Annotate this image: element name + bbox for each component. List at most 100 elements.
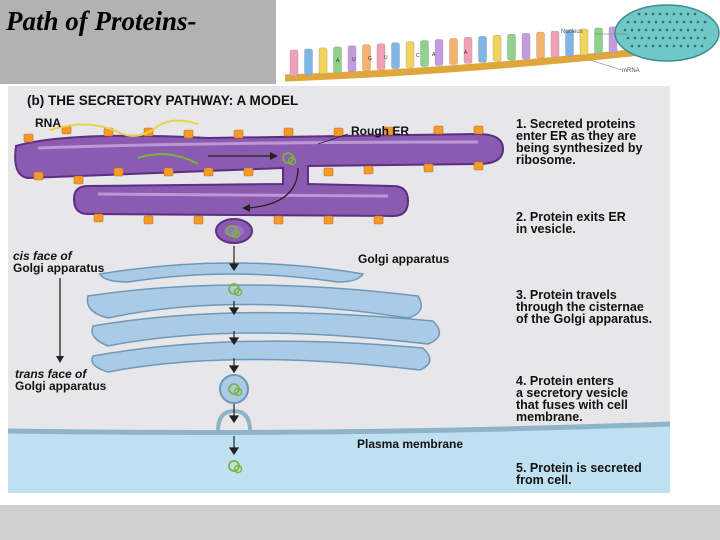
- nucleotide-bar: [289, 49, 299, 77]
- nuclear-pore: [672, 44, 676, 48]
- step-4: 4. Protein enters a secretory vesicle th…: [516, 374, 628, 424]
- ribosome-icon: [373, 215, 384, 225]
- rna-strand: [49, 119, 199, 137]
- pathway-diagram: [8, 119, 670, 493]
- nuclear-pore: [623, 28, 627, 32]
- codon-label: G: [368, 56, 372, 62]
- nuclear-pore: [686, 44, 690, 48]
- step-5: 5. Protein is secreted from cell.: [516, 461, 642, 487]
- nuclear-pore: [633, 20, 637, 24]
- nuclear-pore: [675, 36, 679, 40]
- ribosome-icon: [93, 213, 104, 223]
- nuclear-pore: [675, 20, 679, 24]
- nuclear-pore: [679, 28, 683, 32]
- nucleotide-bar: [521, 33, 531, 60]
- protein-icon: [287, 156, 297, 166]
- label-golgi: Golgi apparatus: [358, 252, 450, 266]
- nuclear-pore: [700, 28, 704, 32]
- figure-title: (b) THE SECRETORY PATHWAY: A MODEL: [27, 93, 299, 108]
- nucleotide-bar: [594, 27, 603, 55]
- nuclear-pore: [693, 44, 697, 48]
- footer-bar: [0, 505, 720, 540]
- plasma-membrane: [8, 421, 670, 435]
- label-cis-face-line2: Golgi apparatus: [13, 261, 105, 275]
- nuclear-pore: [651, 44, 655, 48]
- ribosome-icon: [23, 133, 34, 143]
- label-plasma-membrane: Plasma membrane: [357, 437, 464, 451]
- nucleotide-bar: [391, 42, 400, 69]
- label-cis-face: cis face of Golgi apparatus: [13, 250, 104, 274]
- nucleotide-bar: [434, 39, 444, 66]
- nuclear-pore: [626, 36, 630, 40]
- ribosome-icon: [113, 167, 124, 177]
- ribosome-icon: [163, 167, 174, 177]
- nuclear-pore: [665, 28, 669, 32]
- nucleotide-bar: [536, 31, 545, 59]
- nuclear-pore: [658, 28, 662, 32]
- nuclear-pore: [700, 44, 704, 48]
- codon-label: A: [432, 52, 436, 58]
- label-rough-er: Rough ER: [351, 124, 409, 138]
- secretory-vesicle: [219, 374, 249, 404]
- step-1: 1. Secreted proteins enter ER as they ar…: [516, 117, 643, 167]
- nuclear-pore: [696, 20, 700, 24]
- nucleotide-bar: [579, 28, 589, 56]
- title-box: Path of Proteins-: [0, 0, 276, 84]
- ribosome-icon: [73, 175, 84, 185]
- nuclear-pore: [647, 20, 651, 24]
- ribosome-icon: [323, 167, 334, 177]
- nucleotide-bar: [550, 30, 560, 58]
- slide-title: Path of Proteins-: [6, 6, 197, 36]
- label-trans-face: trans face of Golgi apparatus: [15, 368, 106, 392]
- nuclear-pore: [689, 20, 693, 24]
- nucleotide-bar: [565, 29, 574, 57]
- ribosome-icon: [383, 126, 394, 136]
- ribosome-icon: [233, 129, 244, 139]
- nucleotide-bar: [333, 46, 342, 74]
- nuclear-pore: [703, 36, 707, 40]
- nuclear-pore: [679, 12, 683, 16]
- secretory-pathway-figure: (b) THE SECRETORY PATHWAY: A MODEL RNA R…: [8, 86, 670, 493]
- label-trans-face-line2: Golgi apparatus: [15, 379, 107, 393]
- nucleotide-bar: [318, 47, 328, 75]
- nuclear-pore: [661, 20, 665, 24]
- ribosome-icon: [143, 215, 154, 225]
- nuclear-pore: [665, 44, 669, 48]
- nuclear-pore: [661, 36, 665, 40]
- nucleotide-bar: [347, 45, 357, 72]
- nuclear-pore: [696, 36, 700, 40]
- ribosome-icon: [423, 163, 434, 173]
- nuclear-pore: [644, 28, 648, 32]
- nuclear-pore: [640, 36, 644, 40]
- codon-label: U: [352, 57, 356, 63]
- nuclear-pore: [644, 12, 648, 16]
- label-trans-face-line1: trans face of: [15, 367, 87, 381]
- nucleotide-bar: [304, 48, 313, 76]
- nuclear-pore: [644, 44, 648, 48]
- nuclear-pore: [626, 20, 630, 24]
- nuclear-pore: [637, 44, 641, 48]
- nuclear-pore: [654, 36, 658, 40]
- extracellular-space: [8, 424, 670, 493]
- nuclear-pore: [651, 12, 655, 16]
- ribosome-icon: [323, 215, 334, 225]
- nuclear-pore: [679, 44, 683, 48]
- codon-label: A: [464, 50, 468, 56]
- ribosome-icon: [183, 129, 194, 139]
- nuclear-pore: [633, 36, 637, 40]
- protein-icon: [233, 387, 243, 397]
- protein-icon: [233, 464, 243, 474]
- nucleus-icon: [614, 4, 720, 62]
- step-2: 2. Protein exits ER in vesicle.: [516, 210, 626, 236]
- nucleotide-bar: [376, 43, 386, 70]
- nuclear-pore: [682, 36, 686, 40]
- nuclear-pore: [630, 44, 634, 48]
- nuclear-pore: [703, 20, 707, 24]
- ribosome-icon: [243, 167, 254, 177]
- ribosome-icon: [333, 127, 344, 137]
- codon-label: U: [384, 55, 388, 61]
- rough-er: [14, 132, 505, 218]
- nuclear-pore: [647, 36, 651, 40]
- nuclear-pore: [672, 28, 676, 32]
- nuclear-pore: [658, 44, 662, 48]
